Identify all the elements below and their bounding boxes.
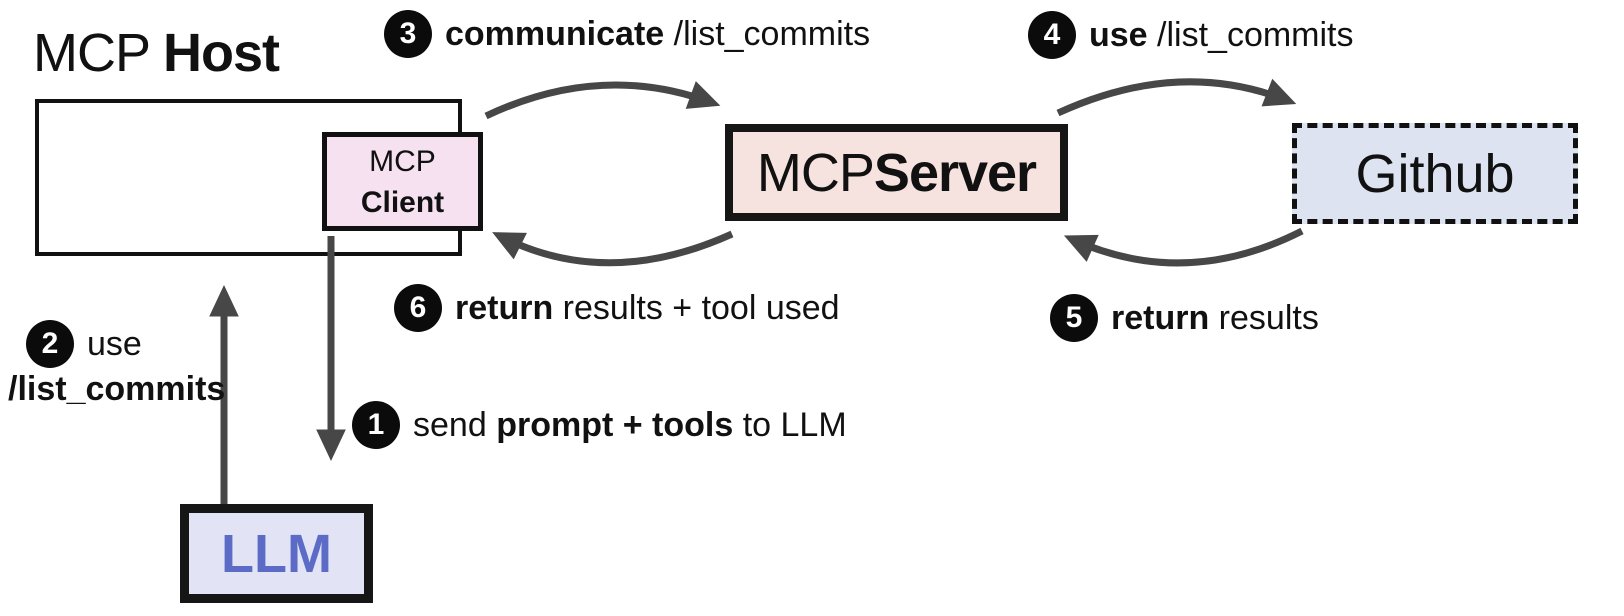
step-1-text-post: to LLM xyxy=(733,405,847,444)
mcp-server-node: MCP Server xyxy=(725,124,1068,221)
mcp-server-label-regular: MCP xyxy=(756,142,875,203)
github-node: Github xyxy=(1292,123,1578,224)
step-5-label: 5 return results xyxy=(1050,294,1319,342)
step-4-text-bold: use xyxy=(1089,15,1148,54)
mcp-client-node: MCP Client xyxy=(322,132,483,231)
llm-label: LLM xyxy=(221,523,332,584)
step-2-label: 2 use xyxy=(26,320,142,368)
diagram-title: MCP Host xyxy=(33,23,280,83)
step-2-text-line2: /list_commits xyxy=(8,370,226,408)
step-1-text: send prompt + tools to LLM xyxy=(413,406,847,445)
step-1-text-pre: send xyxy=(413,405,497,444)
diagram-title-bold: Host xyxy=(163,23,280,83)
step-6-text-bold: return xyxy=(455,288,554,327)
step-5-text: return results xyxy=(1111,299,1319,338)
step-3-label: 3 communicate /list_commits xyxy=(384,10,870,58)
step-1-label: 1 send prompt + tools to LLM xyxy=(352,401,847,449)
step-6-badge: 6 xyxy=(394,284,442,332)
arrow-server-to-github xyxy=(1056,78,1297,117)
llm-node: LLM xyxy=(180,504,373,603)
mcp-client-label-line1: MCP xyxy=(369,144,436,178)
step-3-text-post: /list_commits xyxy=(664,14,871,53)
github-label: Github xyxy=(1355,143,1515,204)
arrow-client-to-server xyxy=(484,81,721,120)
step-5-badge: 5 xyxy=(1050,294,1098,342)
step-4-text-post: /list_commits xyxy=(1147,15,1354,54)
step-1-text-bold: prompt + tools xyxy=(496,405,734,444)
step-2-badge: 2 xyxy=(26,320,74,368)
step-1-badge: 1 xyxy=(352,401,400,449)
step-3-text: communicate /list_commits xyxy=(445,15,870,54)
step-4-badge: 4 xyxy=(1028,11,1076,59)
step-4-label: 4 use /list_commits xyxy=(1028,11,1354,59)
step-3-badge: 3 xyxy=(384,10,432,58)
arrow-github-to-server xyxy=(1063,227,1304,267)
step-6-text-post: results + tool used xyxy=(553,288,840,327)
arrow-server-to-client xyxy=(492,230,734,267)
mcp-server-label-bold: Server xyxy=(873,142,1037,203)
step-2-text: use xyxy=(87,324,142,363)
step-4-text: use /list_commits xyxy=(1089,16,1354,55)
mcp-client-label-line2: Client xyxy=(360,185,445,219)
step-6-label: 6 return results + tool used xyxy=(394,284,840,332)
step-5-text-bold: return xyxy=(1111,298,1210,337)
step-3-text-bold: communicate xyxy=(445,14,665,53)
step-6-text: return results + tool used xyxy=(455,289,840,328)
diagram-title-regular: MCP xyxy=(33,23,164,83)
step-5-text-post: results xyxy=(1209,298,1319,337)
